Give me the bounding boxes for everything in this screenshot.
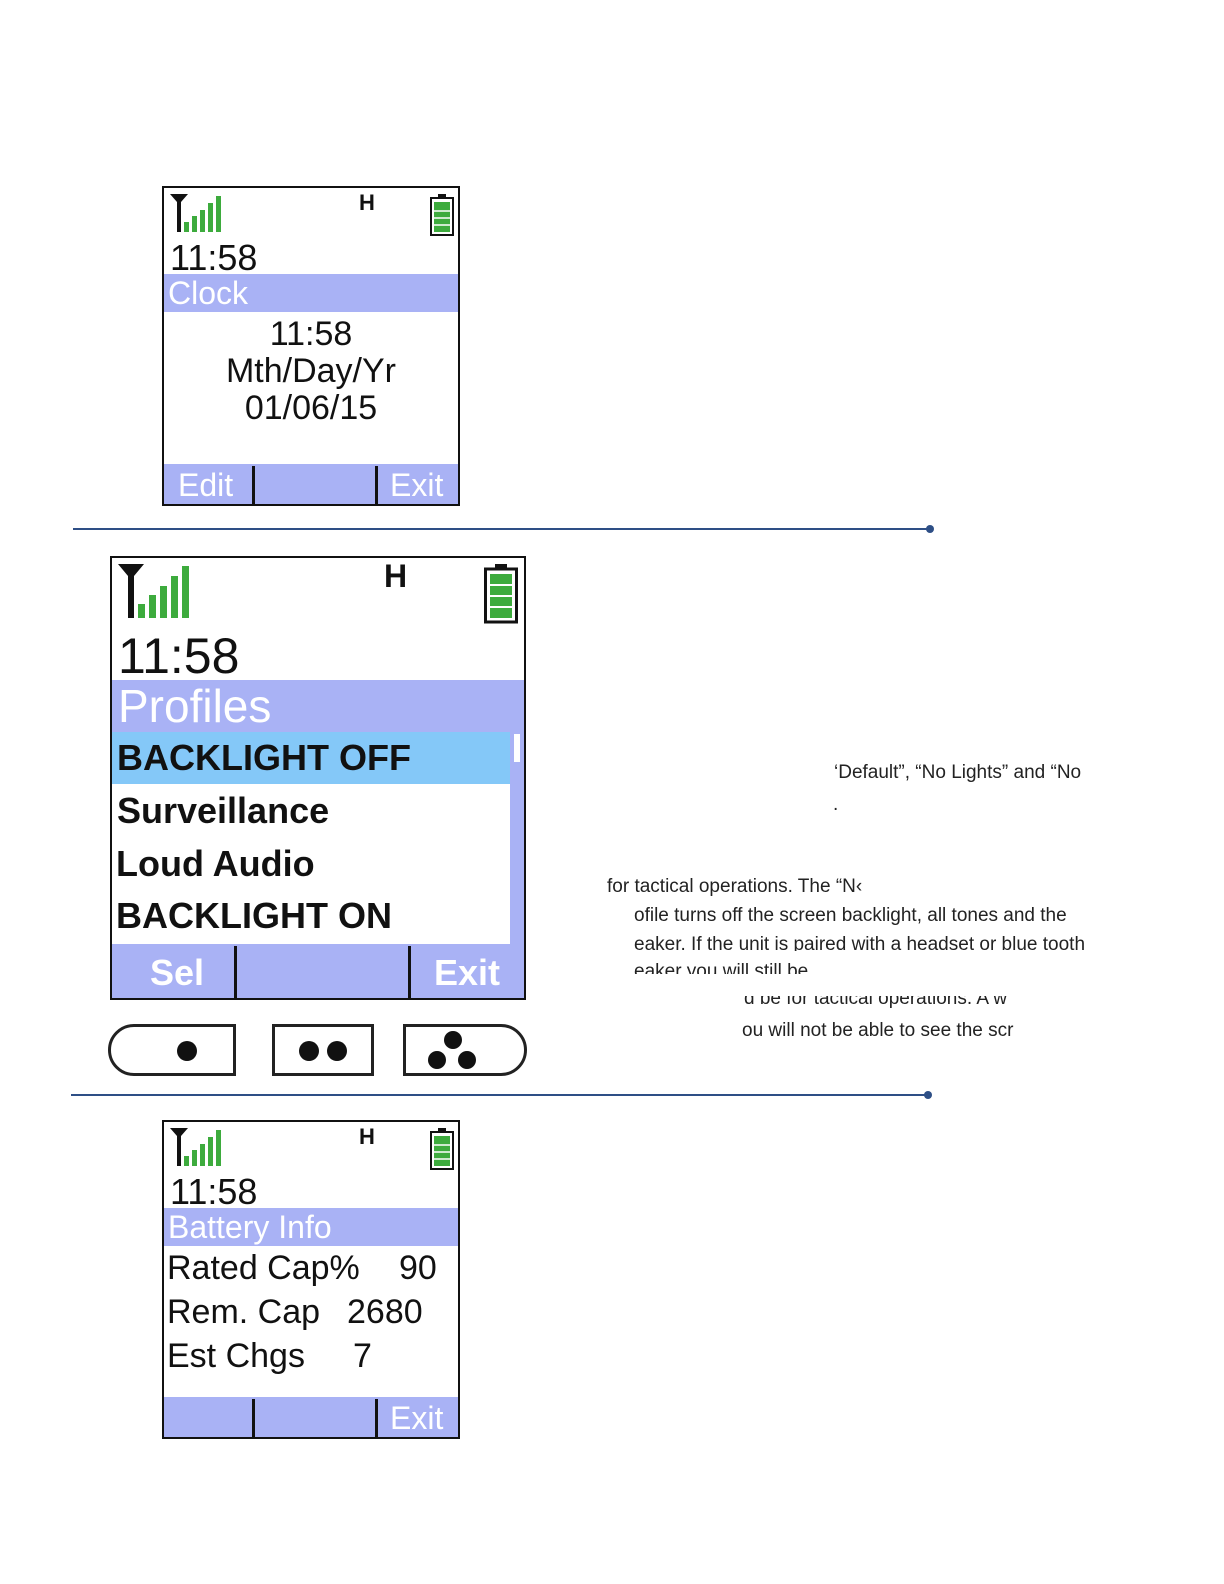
profile-item-backlight-off[interactable]: BACKLIGHT OFF <box>112 732 510 784</box>
doc-text-line: eaker. If the unit is paired with a head… <box>634 934 1086 951</box>
battery-icon <box>484 564 518 624</box>
status-time: 11:58 <box>118 628 240 684</box>
profile-item-loud-audio[interactable]: Loud Audio <box>116 843 315 884</box>
two-dot-key[interactable] <box>272 1024 374 1076</box>
doc-text-line: eaker you will still be <box>634 961 809 974</box>
row-label: Rated Cap% <box>167 1249 360 1287</box>
exit-softkey[interactable]: Exit <box>434 952 501 993</box>
exit-softkey[interactable]: Exit <box>390 1400 444 1436</box>
doc-text-line: for tactical operations. The “N‹ <box>607 876 863 897</box>
row-label: Est Chgs <box>167 1337 305 1375</box>
doc-text-line: ou will not be able to see the scr <box>742 1020 1014 1041</box>
edit-softkey[interactable]: Edit <box>178 467 234 503</box>
doc-text-line: ‘Default”, “No Lights” and “No <box>834 762 1082 783</box>
row-value: 90 <box>399 1249 437 1287</box>
softkey-divider <box>252 1399 255 1437</box>
softkey-bar: Edit Exit <box>164 464 458 504</box>
three-dot-key[interactable] <box>403 1024 527 1076</box>
rated-capacity-row: Rated Cap% 90 <box>167 1246 457 1290</box>
divider-end-dot <box>926 525 934 533</box>
exit-softkey[interactable]: Exit <box>390 467 444 503</box>
list-scrollbar[interactable] <box>510 732 524 944</box>
softkey-divider <box>234 946 237 998</box>
status-time: 11:58 <box>170 237 258 278</box>
key-dot <box>444 1031 462 1049</box>
doc-text-line: ofile turns off the screen backlight, al… <box>634 905 1067 925</box>
softkey-divider <box>375 466 378 504</box>
softkey-bar: Sel Exit <box>112 944 524 998</box>
key-dot <box>177 1041 197 1061</box>
key-dot <box>327 1041 347 1061</box>
screen-title: Battery Info <box>164 1208 458 1246</box>
profile-item-backlight-on[interactable]: BACKLIGHT ON <box>116 895 392 936</box>
signal-strength-icon <box>170 194 221 232</box>
key-dot <box>299 1041 319 1061</box>
signal-strength-icon <box>170 1128 221 1166</box>
section-divider <box>71 1094 929 1096</box>
remaining-capacity-row: Rem. Cap 2680 <box>167 1290 457 1334</box>
doc-text-line: d be for tactical operations. A w <box>744 996 1007 1008</box>
clock-screen: H 11:58 Clock 11:58 Mth/Day/Yr 01/06/15 … <box>162 186 460 506</box>
mode-indicator: H <box>384 558 408 594</box>
battery-icon <box>430 1128 454 1170</box>
key-dot <box>458 1051 476 1069</box>
doc-text-line: . <box>833 794 839 815</box>
sel-softkey[interactable]: Sel <box>150 952 205 993</box>
screen-title: Profiles <box>112 680 524 732</box>
profiles-screen: H 11:58 Profiles BACKLIGHT OFF Surveilla… <box>110 556 526 1000</box>
date-format: Mth/Day/Yr <box>225 352 397 390</box>
softkey-divider <box>408 946 411 998</box>
softkey-bar: Exit <box>164 1397 458 1437</box>
row-label: Rem. Cap <box>167 1293 321 1331</box>
one-dot-key[interactable] <box>108 1024 236 1076</box>
clock-date: 01/06/15 <box>244 389 378 427</box>
battery-info-screen: H 11:58 Battery Info Rated Cap% 90 Rem. … <box>162 1120 460 1439</box>
softkey-divider <box>252 466 255 504</box>
battery-icon <box>430 194 454 236</box>
profile-list: BACKLIGHT OFF Surveillance Loud Audio BA… <box>112 732 510 944</box>
clock-time: 11:58 <box>269 315 353 353</box>
profile-item-surveillance[interactable]: Surveillance <box>117 790 330 831</box>
signal-strength-icon <box>118 564 189 618</box>
row-value: 2680 <box>347 1293 423 1331</box>
scrollbar-thumb[interactable] <box>514 734 520 762</box>
softkey-divider <box>375 1399 378 1437</box>
row-value: 7 <box>353 1337 372 1375</box>
section-divider <box>73 528 931 530</box>
key-dot <box>428 1051 446 1069</box>
mode-indicator: H <box>359 190 375 215</box>
mode-indicator: H <box>359 1124 375 1149</box>
status-time: 11:58 <box>170 1171 258 1212</box>
clock-body: 11:58 Mth/Day/Yr 01/06/15 <box>164 316 458 427</box>
screen-title: Clock <box>164 274 458 312</box>
estimated-charges-row: Est Chgs 7 <box>167 1334 457 1378</box>
divider-end-dot <box>924 1091 932 1099</box>
